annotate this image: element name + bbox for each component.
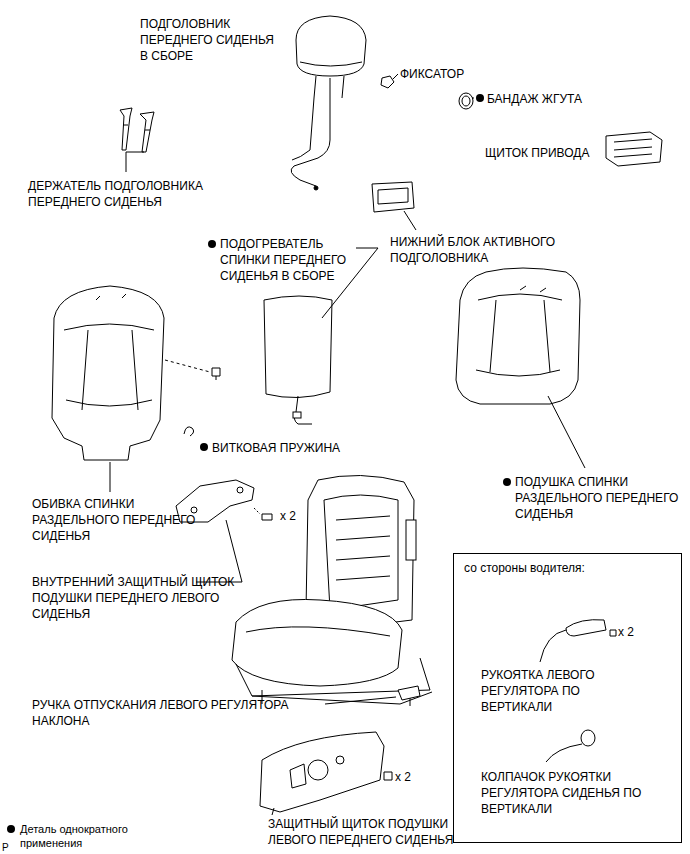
fixator (381, 76, 394, 88)
height-handle (540, 620, 616, 662)
part-label: ПОДОГРЕВАТЕЛЬ СПИНКИ ПЕРЕДНЕГО СИДЕНЬЯ В… (220, 236, 352, 284)
coil-spring (184, 427, 194, 436)
quantity-label: x 2 (280, 508, 320, 524)
seatback-pad (456, 268, 585, 486)
part-label: ЗАЩИТНЫЙ ЩИТОК ПОДУШКИ ЛЕВОГО ПЕРЕДНЕГО … (268, 816, 483, 848)
legend-text: Деталь однократного применения (20, 822, 170, 850)
part-label: КОЛПАЧОК РУКОЯТКИ РЕГУЛЯТОРА СИДЕНЬЯ ПО … (481, 769, 661, 817)
part-label: ЩИТОК ПРИВОДА (485, 145, 603, 161)
part-label: ФИКСАТОР (400, 66, 500, 82)
active-headrest-unit (372, 182, 416, 230)
part-label: ОБИВКА СПИНКИ РАЗДЕЛЬНОГО ПЕРЕДНЕГО СИДЕ… (32, 496, 204, 544)
part-label: БАНДАЖ ЖГУТА (487, 91, 637, 107)
cushion-shield (260, 732, 392, 815)
part-label: ДЕРЖАТЕЛЬ ПОДГОЛОВНИКА ПЕРЕДНЕГО СИДЕНЬЯ (28, 178, 228, 210)
release-handle (398, 686, 420, 700)
harness-band (459, 93, 484, 109)
part-label: ВИТКОВАЯ ПРУЖИНА (212, 440, 372, 456)
part-label: НИЖНИЙ БЛОК АКТИВНОГО ПОДГОЛОВНИКА (390, 234, 600, 266)
inner-shield (176, 480, 272, 582)
part-label: ПОДУШКА СПИНКИ РАЗДЕЛЬНОГО ПЕРЕДНЕГО СИД… (515, 474, 680, 522)
part-label: РУЧКА ОТПУСКАНИЯ ЛЕВОГО РЕГУЛЯТОРА НАКЛО… (32, 697, 322, 729)
seatback-heater (208, 240, 378, 424)
headrest-holder (120, 108, 154, 172)
part-label: ПОДГОЛОВНИК ПЕРЕДНЕГО СИДЕНЬЯ В СБОРЕ (140, 16, 280, 64)
handle-cap (546, 730, 595, 762)
seatback-cover (52, 286, 210, 492)
part-label: РУКОЯТКА ЛЕВОГО РЕГУЛЯТОРА ПО ВЕРТИКАЛИ (481, 667, 626, 715)
quantity-label: x 2 (618, 624, 658, 640)
figure-code: P (2, 840, 16, 854)
screw (212, 368, 220, 380)
headrest (291, 16, 366, 190)
quantity-label: x 2 (395, 769, 435, 785)
box-heading: со стороны водителя: (464, 560, 674, 576)
seat-frame (232, 475, 432, 706)
inset-box: со стороны водителя: x 2 РУКОЯТКА ЛЕВОГО Р… (453, 553, 682, 843)
part-label: ВНУТРЕННИЙ ЗАЩИТНЫЙ ЩИТОК ПОДУШКИ ПЕРЕДН… (32, 574, 247, 622)
actuator-cover (606, 132, 662, 166)
